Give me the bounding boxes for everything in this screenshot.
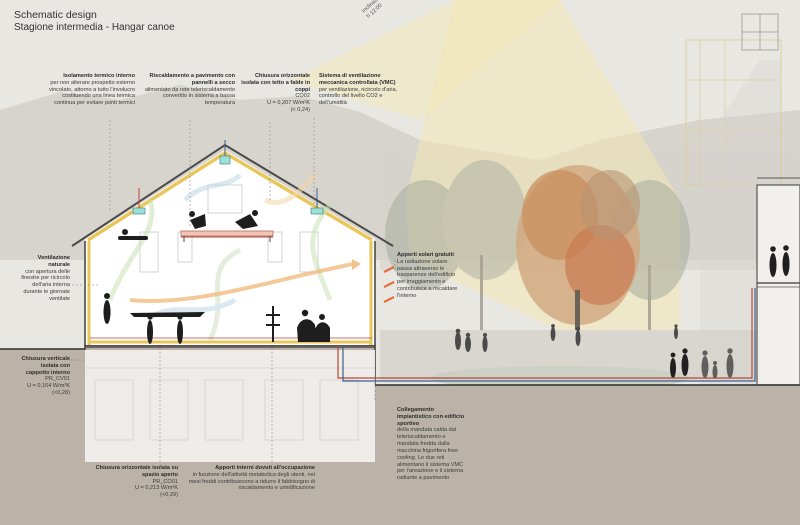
autumn-tree: [516, 165, 640, 360]
note-chiusura-orizzontale: Chiusura orizzontale isolata con tetto a…: [240, 73, 310, 114]
sport-building: [685, 39, 800, 386]
note-vmc-body: per ventilazione, ricircolo d'aria, cont…: [319, 86, 398, 107]
note-ventilazione-body: con apertura delle finestre per ricircol…: [21, 268, 70, 302]
note-apporti-interni-body: in funzione dell'attività metabolica deg…: [188, 471, 315, 492]
cold-pipe: [342, 288, 756, 382]
note-chiusura-verticale-limit: (<0,28): [52, 390, 70, 397]
note-riscaldamento-title: Riscaldamento a pavimento con pannelli a…: [149, 73, 235, 86]
note-chiusura-aperto-title: Chiusura orizzontale isolata su spazio a…: [95, 465, 178, 478]
note-chiusura-verticale-title: Chiusura verticale isolata con cappotto …: [21, 356, 70, 376]
leader-lines: [70, 118, 396, 462]
note-riscaldamento-body: alimentato da rete teleriscaldamento con…: [144, 86, 235, 107]
couple-silhouette: [769, 245, 790, 277]
plaza-people: [455, 324, 678, 352]
hot-pipe: [337, 288, 753, 379]
note-apporti-solari-body: La radiazione solare passa attraverso le…: [397, 258, 458, 299]
note-isolamento: Isolamento termico interno per non alter…: [48, 73, 135, 107]
note-vmc: Sistema di ventilazione meccanica contro…: [319, 73, 399, 107]
note-vmc-title: Sistema di ventilazione meccanica contro…: [319, 73, 396, 86]
note-riscaldamento: Riscaldamento a pavimento con pannelli a…: [143, 73, 235, 107]
sheet-subtitle: Stagione intermedia - Hangar canoe: [14, 22, 175, 33]
note-isolamento-title: Isolamento termico interno: [63, 73, 135, 79]
family-silhouette: [670, 348, 734, 379]
mezzanine-deck: [180, 230, 274, 237]
note-apporti-solari-title: Apporti solari gratuiti: [397, 252, 454, 258]
note-chiusura-verticale-code: PR_CV01: [45, 376, 70, 383]
vmc-units: [132, 140, 324, 215]
note-ventilazione-title: Ventilazione naturale: [37, 255, 70, 268]
note-chiusura-orizzontale-limit: (< 0,24): [290, 107, 310, 114]
note-chiusura-aperto-limit: (<0,29): [160, 492, 178, 499]
window-icon: [741, 13, 779, 51]
note-chiusura-verticale: Chiusura verticale isolata con cappotto …: [20, 356, 70, 397]
note-collegamento: Collegamento impiantistico con edificio …: [397, 407, 467, 482]
sheet-title: Schematic design: [14, 9, 97, 21]
note-chiusura-orizzontale-u: U = 0,207 W/m²K: [266, 100, 310, 107]
airflow-swirls: [107, 173, 333, 342]
interior-people: [103, 210, 330, 342]
ventilation-arrow: [129, 262, 353, 303]
note-chiusura-orizzontale-title: Chiusura orizzontale isolata con tetto a…: [241, 73, 310, 93]
note-chiusura-aperto: Chiusura orizzontale isolata su spazio a…: [90, 465, 178, 499]
note-apporti-solari: Apporti solari gratuiti La radiazione so…: [397, 252, 459, 300]
solar-gain-arrows: [383, 266, 395, 303]
note-chiusura-aperto-u: U = 0,213 W/m²K: [134, 485, 178, 492]
note-apporti-interni: Apporti interni dovuti all'occupazione i…: [185, 465, 315, 492]
note-collegamento-body: della mandata calda dal teleriscaldament…: [397, 427, 464, 482]
note-chiusura-verticale-u: U = 0,164 W/m²K: [26, 383, 70, 390]
note-chiusura-aperto-code: PR_CO01: [152, 478, 179, 485]
note-chiusura-orizzontale-code: CO02: [295, 93, 310, 100]
note-apporti-interni-title: Apporti interni dovuti all'occupazione: [215, 465, 315, 471]
basement-level: [85, 350, 375, 462]
canoe-silhouette: [130, 306, 280, 344]
note-collegamento-title: Collegamento impiantistico con edificio …: [397, 407, 465, 427]
note-ventilazione: Ventilazione naturale con apertura delle…: [20, 255, 70, 303]
note-isolamento-body: per non alterare prospetto esterno vinco…: [49, 79, 135, 107]
